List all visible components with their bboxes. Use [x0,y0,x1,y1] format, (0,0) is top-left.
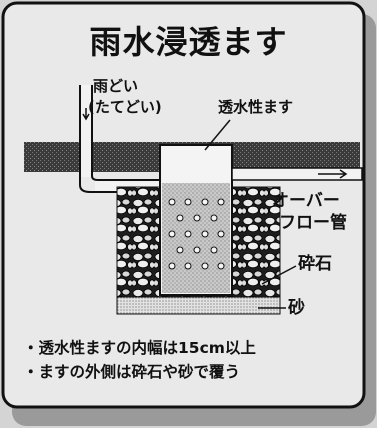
downspout-label: 雨どい [93,77,139,95]
basin-holes [168,198,225,270]
note-item: ・透水性ますの内幅は15cm以上 [23,339,256,357]
leader-permeable [204,119,231,151]
overflow-label-line2: フロー管 [279,213,347,233]
sand-label: 砂 [288,298,305,318]
flow-arrow-down [82,108,90,121]
diagram-title: 雨水浸透ます [89,23,288,61]
leader-gravel [261,265,297,285]
downspout-pipe-inner [91,85,160,181]
overflow-pipe [231,167,363,181]
note-item: ・ますの外側は砕石や砂で覆う [23,363,241,381]
sand-layer [116,296,281,315]
downspout-sublabel: (たてどい) [88,98,162,116]
permeable-basin-label: 透水性ます [218,98,294,116]
crushed-stone-label: 砕石 [298,254,332,274]
downspout-pipe [79,85,160,193]
overflow-label-line1: オーバー [272,191,340,211]
